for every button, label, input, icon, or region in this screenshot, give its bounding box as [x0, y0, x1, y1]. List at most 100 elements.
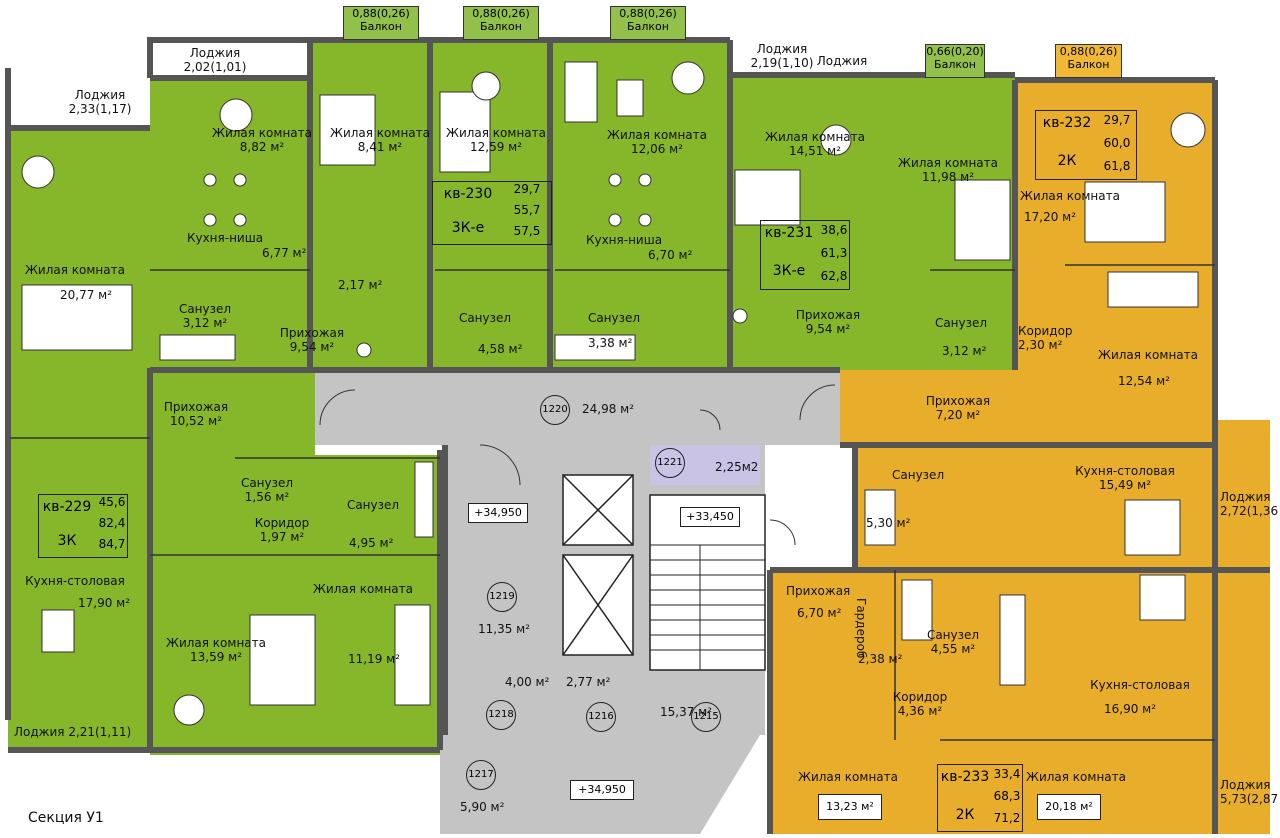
room-area: 20,18 м²	[1045, 800, 1093, 813]
apartment-type: 3К	[57, 533, 77, 549]
apartment-total-area: 61,3	[820, 246, 848, 260]
room-name: Санузел	[178, 302, 232, 316]
room-number: 1219	[487, 582, 517, 612]
room-area: 2,30 м²	[1018, 338, 1063, 352]
room-label: Санузел	[892, 468, 944, 482]
room-area-label: 3,12 м²	[942, 344, 986, 358]
room-area-label: 11,19 м²	[348, 652, 400, 666]
room-name: Санузел	[458, 311, 512, 325]
loggia-area: 2,72(1,36	[1220, 504, 1279, 518]
room-area-label: 4,58 м²	[478, 342, 522, 356]
room-name: Прихожая	[163, 400, 229, 414]
loggia-label: Лоджия	[1220, 490, 1271, 504]
apartment-full-area: 71,2	[993, 811, 1021, 825]
room-area: 6,70 м²	[797, 606, 842, 620]
apartment-full-area: 84,7	[98, 537, 126, 551]
apartment-badge: кв-233 2К 33,4 68,3 71,2	[937, 764, 1023, 832]
room-label: Жилая комната	[798, 770, 898, 784]
room-name: Жилая комната	[446, 126, 546, 140]
apartment-id: кв-229	[42, 499, 92, 515]
room-area: 16,90 м²	[1104, 702, 1157, 716]
room-number: 1218	[486, 700, 516, 730]
room-area: 2,17 м²	[338, 278, 383, 292]
apartment-id: кв-230	[443, 186, 493, 202]
room-area: 3,12 м²	[942, 344, 987, 358]
room-area-label: 6,70 м²	[797, 606, 841, 620]
balcony-label: Балкон	[1067, 58, 1110, 71]
room-area-label: 2,17 м²	[338, 278, 382, 292]
loggia-label: Лоджия	[189, 46, 241, 60]
common-area: 5,90 м²	[460, 800, 505, 814]
room-label: Гардероб	[854, 598, 868, 658]
apartment-total-area: 68,3	[993, 789, 1021, 803]
common-area: 2,77 м²	[566, 675, 611, 689]
room-label: Жилая комната	[1026, 770, 1126, 784]
room-area: 15,49 м²	[1098, 478, 1152, 492]
room-area: 6,77 м²	[262, 246, 307, 260]
room-name: Санузел	[892, 468, 945, 482]
room-label: Санузел	[588, 311, 640, 325]
balcony: 0,66(0,20)Балкон	[925, 44, 985, 78]
room-name: Жилая комната	[898, 156, 998, 170]
room-name: Коридор	[892, 690, 948, 704]
apartment-badge: кв-229 3К 45,6 82,4 84,7	[38, 494, 128, 558]
room-label: Жилая комната	[25, 263, 125, 277]
room-number: 1217	[466, 760, 496, 790]
apartment-living-area: 33,4	[993, 767, 1021, 781]
room-area-label: 17,90 м²	[78, 596, 130, 610]
apartment-type: 3К-е	[772, 263, 806, 279]
room-name: Прихожая	[925, 394, 991, 408]
walls	[5, 37, 1270, 834]
room-name: Жилая комната	[1026, 770, 1126, 784]
room-name: Санузел	[346, 498, 400, 512]
balcony-area: 0,66(0,20)	[926, 45, 984, 58]
room-area: 11,19 м²	[348, 652, 401, 666]
apartment-living-area: 45,6	[98, 495, 126, 509]
room-label: Кухня-ниша	[586, 233, 662, 247]
balcony: 0,88(0,26)Балкон	[343, 6, 419, 40]
room-name: Жилая комната	[25, 263, 125, 277]
room-area-label: 17,20 м²	[1024, 210, 1076, 224]
room-name: Жилая комната	[607, 128, 707, 142]
apartment-type: 2К	[1057, 153, 1077, 169]
room-area: 4,55 м²	[930, 642, 976, 656]
room-name: Жилая комната	[330, 126, 430, 140]
loggia-label: Лоджия	[1220, 778, 1271, 792]
room-area: 9,54 м²	[805, 322, 851, 336]
loggia-label: Лоджия	[74, 88, 126, 102]
room-name: Кухня-столовая	[1090, 678, 1190, 692]
room-name: Жилая комната	[166, 636, 266, 650]
room-area: 12,59 м²	[469, 140, 523, 154]
room-number: 1220	[540, 395, 570, 425]
room-label: Кухня-столовая	[25, 574, 125, 588]
loggia-label: Лоджия	[14, 725, 65, 739]
room-name: Прихожая	[279, 326, 345, 340]
elevation-mark: +33,450	[680, 507, 740, 527]
balcony: 0,88(0,26)Балкон	[1055, 44, 1122, 78]
room-area: 13,23 м²	[826, 800, 874, 813]
section-title: Секция У1	[28, 810, 104, 826]
room-name: Кухня-столовая	[1075, 464, 1175, 478]
room-area: 11,98 м²	[921, 170, 975, 184]
elevation-mark: +34,950	[468, 503, 528, 523]
room-number: 1215	[691, 702, 721, 732]
room-name: Санузел	[587, 311, 641, 325]
balcony-area: 0,88(0,26)	[472, 7, 530, 20]
room-area: 8,41 м²	[357, 140, 403, 154]
room-area: 13,59 м²	[189, 650, 243, 664]
elevators	[562, 474, 766, 671]
common-area: 24,98 м²	[582, 402, 635, 416]
room-number: 1216	[586, 702, 616, 732]
loggia-area: 2,33(1,17)	[68, 102, 132, 116]
apartment-type: 3К-е	[451, 220, 485, 236]
